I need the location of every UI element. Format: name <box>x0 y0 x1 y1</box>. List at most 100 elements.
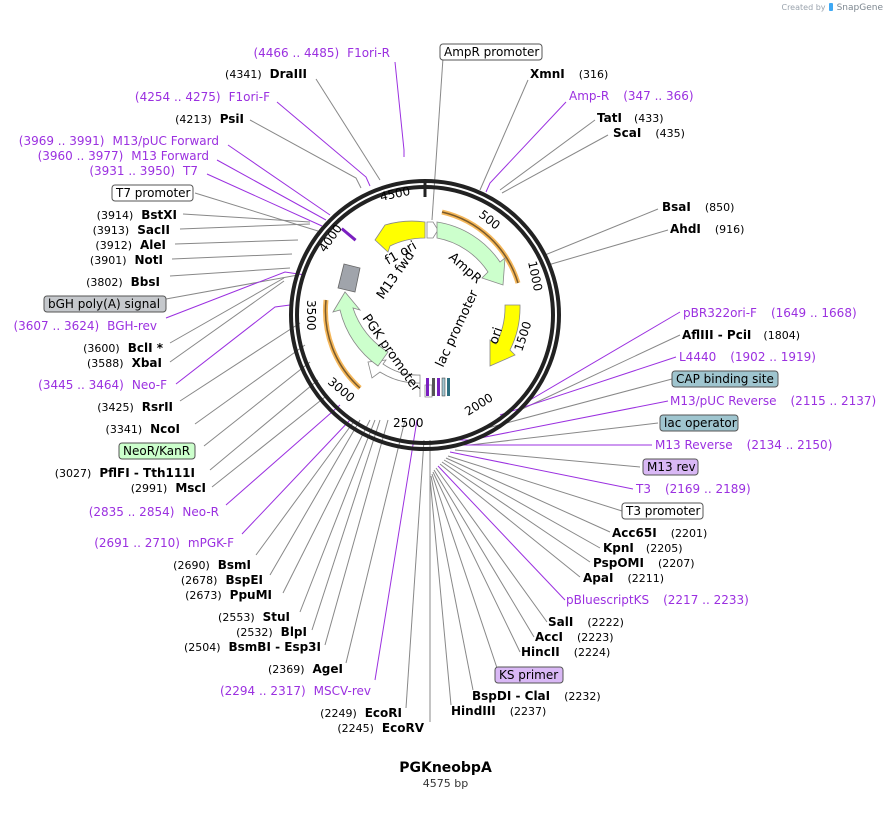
site-agei[interactable]: (2369)AgeI <box>268 662 343 676</box>
site-l4440[interactable]: L4440(1902 .. 1919) <box>679 350 816 364</box>
f1-ori-feature[interactable] <box>374 220 426 253</box>
ampr-feature[interactable] <box>436 221 506 286</box>
site-pbluescriptks[interactable]: pBluescriptKS(2217 .. 2233) <box>566 593 749 607</box>
site-mpgk-f[interactable]: (2691 .. 2710)mPGK-F <box>94 536 234 550</box>
svg-text:T3(2169 .. 2189): T3(2169 .. 2189) <box>635 482 751 496</box>
svg-text:(2504)BsmBI - Esp3I: (2504)BsmBI - Esp3I <box>184 640 321 654</box>
site-noti[interactable]: (3901)NotI <box>90 253 163 267</box>
site-alei[interactable]: (3912)AleI <box>95 238 166 252</box>
leader-lines <box>165 61 431 722</box>
site-pflfi-tth111i[interactable]: (3027)PflFI - Tth111I <box>55 466 195 480</box>
site-bsai[interactable]: BsaI(850) <box>662 200 734 214</box>
site-kpni[interactable]: KpnI(2205) <box>603 541 682 555</box>
svg-text:(2678)BspEI: (2678)BspEI <box>181 573 263 587</box>
site-ncoi[interactable]: (3341)NcoI <box>106 422 180 436</box>
site-afliii-pcii[interactable]: AflIII - PciI(1804) <box>682 328 800 342</box>
svg-text:BsaI(850): BsaI(850) <box>662 200 734 214</box>
site-ppumi[interactable]: (2673)PpuMI <box>185 588 272 602</box>
svg-text:Amp-R(347 .. 366): Amp-R(347 .. 366) <box>569 89 694 103</box>
credit-prefix: Created by <box>781 3 826 12</box>
site-apai[interactable]: ApaI(2211) <box>583 571 664 585</box>
site-m13-reverse[interactable]: M13 Reverse(2134 .. 2150) <box>655 438 832 452</box>
site-m13puc-forward[interactable]: (3969 .. 3991)M13/pUC Forward <box>19 134 219 148</box>
site-xmni[interactable]: XmnI(316) <box>530 67 608 81</box>
site-tati[interactable]: TatI(433) <box>597 111 664 125</box>
site-mscv-rev[interactable]: (2294 .. 2317)MSCV-rev <box>220 684 371 698</box>
site-bbsi[interactable]: (3802)BbsI <box>86 275 160 289</box>
bgh-polya-feature[interactable] <box>337 263 361 293</box>
site-bsmi[interactable]: (2690)BsmI <box>173 558 251 572</box>
ampr-promoter-feature[interactable] <box>426 221 439 239</box>
ori-feature[interactable] <box>489 304 521 367</box>
site-ahdi[interactable]: AhdI(916) <box>670 222 744 236</box>
snapgene-logo-icon <box>829 3 834 11</box>
site-bsmbi-esp3i[interactable]: (2504)BsmBI - Esp3I <box>184 640 321 654</box>
lac-operator-box[interactable]: lac operator <box>659 414 739 432</box>
site-pbr322ori-f[interactable]: pBR322ori-F(1649 .. 1668) <box>683 306 857 320</box>
site-acci[interactable]: AccI(2223) <box>535 630 614 644</box>
svg-text:pBR322ori-F(1649 .. 1668): pBR322ori-F(1649 .. 1668) <box>683 306 857 320</box>
site-t3[interactable]: T3(2169 .. 2189) <box>635 482 751 496</box>
site-sacii[interactable]: (3913)SacII <box>93 223 170 237</box>
site-bcli[interactable]: (3600)BclI * <box>83 341 164 355</box>
svg-text:(3901)NotI: (3901)NotI <box>90 253 163 267</box>
pgk-promoter-feature[interactable] <box>367 359 421 397</box>
site-m13puc-reverse[interactable]: M13/pUC Reverse(2115 .. 2137) <box>670 394 876 408</box>
site-ecorv[interactable]: (2245)EcoRV <box>337 721 424 735</box>
svg-text:ApaI(2211): ApaI(2211) <box>583 571 664 585</box>
site-scai[interactable]: ScaI(435) <box>613 126 685 140</box>
site-ecori[interactable]: (2249)EcoRI <box>320 706 402 720</box>
svg-text:(3960 .. 3977)M13 Forward: (3960 .. 3977)M13 Forward <box>38 149 209 163</box>
snapgene-credit: Created by SnapGene <box>781 3 883 13</box>
svg-text:(3341)NcoI: (3341)NcoI <box>106 422 180 436</box>
site-pspomi[interactable]: PspOMI(2207) <box>593 556 695 570</box>
plasmid-length: 4575 bp <box>422 777 469 790</box>
svg-text:(3914)BstXI: (3914)BstXI <box>97 208 177 222</box>
site-t7[interactable]: (3931 .. 3950)T7 <box>89 164 198 178</box>
ampr-promoter-box[interactable]: AmpR promoter <box>439 43 543 61</box>
svg-text:(3027)PflFI - Tth111I: (3027)PflFI - Tth111I <box>55 466 195 480</box>
features <box>332 220 521 398</box>
site-neo-f[interactable]: (3445 .. 3464)Neo-F <box>38 378 167 392</box>
svg-text:AccI(2223): AccI(2223) <box>535 630 614 644</box>
cap-binding-box[interactable]: CAP binding site <box>671 370 779 388</box>
site-acc65i[interactable]: Acc65I(2201) <box>612 526 707 540</box>
neor-kanr-box[interactable]: NeoR/KanR <box>118 442 196 460</box>
site-stui[interactable]: (2553)StuI <box>218 610 290 624</box>
tick-2000: 2000 <box>462 390 495 418</box>
neor-kanr-label: NeoR/KanR <box>123 444 190 458</box>
ks-primer-box[interactable]: KS primer <box>494 666 564 684</box>
svg-text:PspOMI(2207): PspOMI(2207) <box>593 556 695 570</box>
site-m13-forward[interactable]: (3960 .. 3977)M13 Forward <box>38 149 209 163</box>
mcs-cluster <box>426 377 450 397</box>
site-blpi[interactable]: (2532)BlpI <box>236 625 307 639</box>
site-bgh-rev[interactable]: (3607 .. 3624)BGH-rev <box>13 319 157 333</box>
svg-text:AflIII - PciI(1804): AflIII - PciI(1804) <box>682 328 800 342</box>
svg-text:(4254 .. 4275)F1ori-F: (4254 .. 4275)F1ori-F <box>135 90 270 104</box>
svg-text:(2835 .. 2854)Neo-R: (2835 .. 2854)Neo-R <box>89 505 219 519</box>
site-amp-r[interactable]: Amp-R(347 .. 366) <box>569 89 694 103</box>
site-psii[interactable]: (4213)PsiI <box>175 112 244 126</box>
site-hindiii[interactable]: HindIII(2237) <box>451 704 546 718</box>
site-f1ori-f[interactable]: (4254 .. 4275)F1ori-F <box>135 90 270 104</box>
svg-text:(2245)EcoRV: (2245)EcoRV <box>337 721 424 735</box>
t7-m13fwd-marker <box>340 227 357 242</box>
neor-kanr-feature[interactable] <box>332 291 389 367</box>
site-hincii[interactable]: HincII(2224) <box>521 645 610 659</box>
site-msci[interactable]: (2991)MscI <box>131 481 206 495</box>
t7-promoter-box[interactable]: T7 promoter <box>111 184 194 202</box>
site-bstxi[interactable]: (3914)BstXI <box>97 208 177 222</box>
m13-rev-box[interactable]: M13 rev <box>642 458 699 476</box>
site-f1ori-r[interactable]: (4466 .. 4485)F1ori-R <box>253 46 390 60</box>
leader-lines-right <box>429 57 681 706</box>
site-sali[interactable]: SalI(2222) <box>548 615 624 629</box>
site-rsrii[interactable]: (3425)RsrII <box>97 400 173 414</box>
site-xbai[interactable]: (3588)XbaI <box>87 356 162 370</box>
site-neo-r[interactable]: (2835 .. 2854)Neo-R <box>89 505 219 519</box>
site-bspdi-clai[interactable]: BspDI - ClaI(2232) <box>472 689 601 703</box>
t3-promoter-box[interactable]: T3 promoter <box>621 502 704 520</box>
site-draiii[interactable]: (4341)DraIII <box>225 67 307 81</box>
site-bspei[interactable]: (2678)BspEI <box>181 573 263 587</box>
bgh-polya-box[interactable]: bGH poly(A) signal <box>43 295 167 313</box>
